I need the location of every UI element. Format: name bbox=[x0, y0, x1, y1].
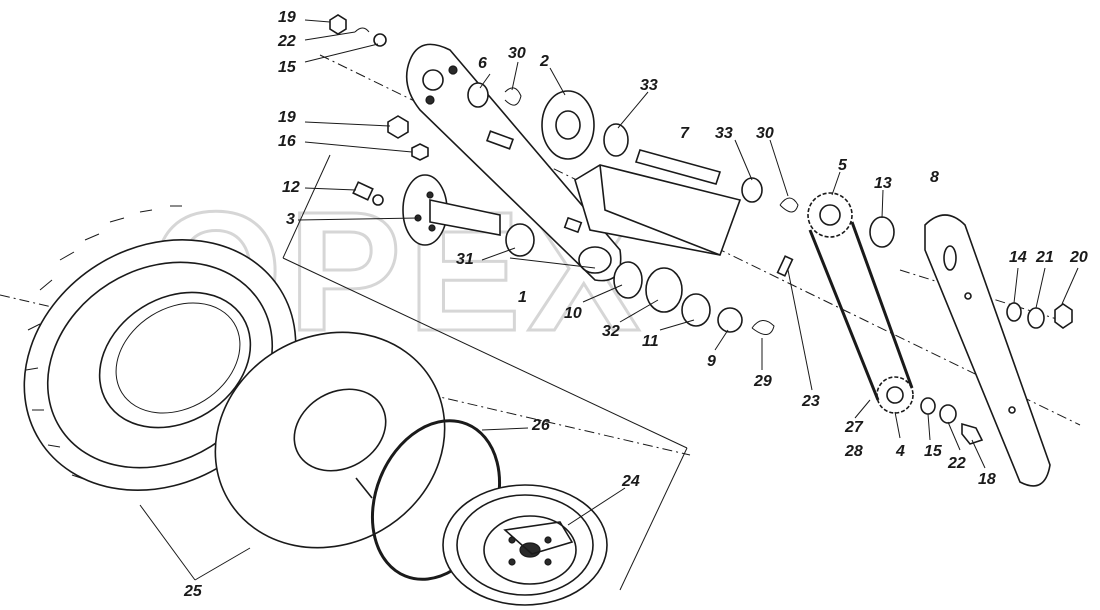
leader-lines bbox=[139, 19, 1079, 581]
callout-28: 28 bbox=[844, 443, 863, 460]
callout-11: 11 bbox=[642, 333, 659, 350]
callout-22-bottom: 22 bbox=[947, 455, 966, 472]
left-fasteners bbox=[352, 115, 429, 206]
callout-10: 10 bbox=[564, 305, 582, 322]
frame-line-top bbox=[282, 257, 688, 449]
callout-18: 18 bbox=[978, 471, 996, 488]
callout-labels: 19 22 15 6 30 2 33 19 16 7 33 30 5 13 8 … bbox=[183, 9, 1088, 600]
callout-16: 16 bbox=[278, 133, 296, 150]
callout-9: 9 bbox=[707, 353, 716, 370]
callout-12: 12 bbox=[282, 179, 300, 196]
callout-30-right: 30 bbox=[756, 125, 774, 142]
callout-14: 14 bbox=[1009, 249, 1027, 266]
callout-4: 4 bbox=[895, 443, 905, 460]
callout-2: 2 bbox=[539, 53, 549, 70]
callout-30-top: 30 bbox=[508, 45, 526, 62]
side-plate-part bbox=[924, 214, 1051, 487]
callout-6: 6 bbox=[478, 55, 487, 72]
callout-33-top: 33 bbox=[640, 77, 658, 94]
callout-32: 32 bbox=[602, 323, 620, 340]
frame-line-right bbox=[619, 447, 688, 591]
inner-tube-part bbox=[214, 331, 446, 549]
drive-shaft-part bbox=[634, 149, 722, 185]
wheel-rim-part bbox=[442, 484, 608, 606]
callout-8: 8 bbox=[930, 169, 939, 186]
callout-31: 31 bbox=[456, 251, 474, 268]
callout-26: 26 bbox=[531, 417, 550, 434]
box-frame-part bbox=[563, 164, 742, 256]
callout-5: 5 bbox=[838, 157, 848, 174]
callout-15-bottom: 15 bbox=[924, 443, 943, 460]
callout-15-top: 15 bbox=[278, 59, 297, 76]
callout-25: 25 bbox=[183, 583, 203, 600]
callout-13: 13 bbox=[874, 175, 892, 192]
callout-21: 21 bbox=[1035, 249, 1054, 266]
frame-line-left bbox=[282, 154, 331, 259]
callout-33-right: 33 bbox=[715, 125, 733, 142]
hub-flange-part bbox=[402, 174, 501, 246]
callout-7: 7 bbox=[680, 125, 690, 142]
callout-1: 1 bbox=[518, 289, 527, 306]
bushings-part bbox=[505, 223, 775, 335]
callout-20: 20 bbox=[1069, 249, 1088, 266]
bearing-housing-part bbox=[467, 82, 629, 160]
top-fasteners bbox=[329, 14, 387, 47]
callout-29: 29 bbox=[753, 373, 772, 390]
callout-22-top: 22 bbox=[277, 33, 296, 50]
callout-19-top: 19 bbox=[278, 9, 296, 26]
callout-3: 3 bbox=[286, 211, 295, 228]
callout-19-left: 19 bbox=[278, 109, 296, 126]
valve-stem bbox=[355, 477, 373, 499]
callout-27: 27 bbox=[844, 419, 864, 436]
chain-drive-part bbox=[741, 177, 914, 414]
callout-23: 23 bbox=[801, 393, 820, 410]
callout-24: 24 bbox=[621, 473, 640, 490]
